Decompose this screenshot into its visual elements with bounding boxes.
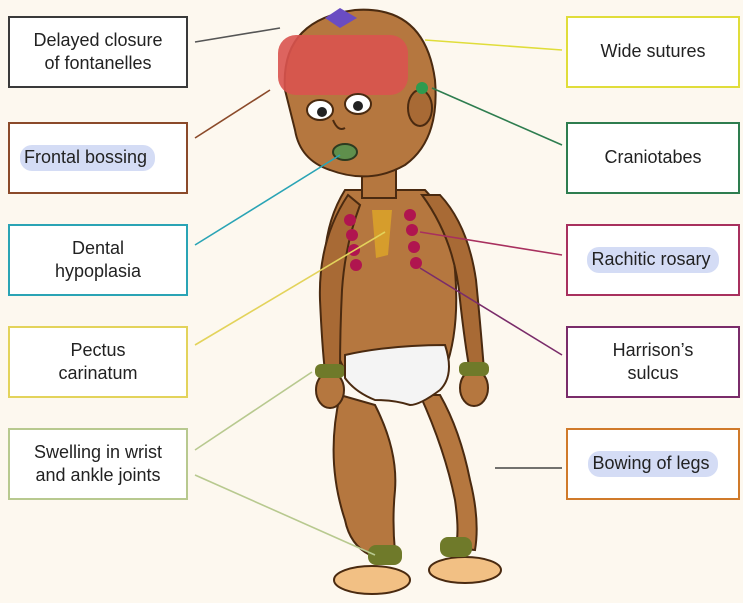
label-harrisons-sulcus: Harrison’s sulcus bbox=[566, 326, 740, 398]
right-foot bbox=[429, 557, 501, 583]
left-leg bbox=[334, 395, 396, 555]
arrow-frontal bbox=[195, 90, 270, 138]
left-wrist-band bbox=[315, 364, 345, 378]
label-text: Pectus carinatum bbox=[58, 339, 137, 386]
label-text: Swelling in wrist and ankle joints bbox=[34, 441, 162, 488]
label-text: Dental hypoplasia bbox=[55, 237, 141, 284]
label-text: Rachitic rosary bbox=[587, 247, 718, 272]
right-wrist-band bbox=[459, 362, 489, 376]
right-ankle-band bbox=[440, 537, 472, 557]
label-delayed-closure-fontanelles: Delayed closure of fontanelles bbox=[8, 16, 188, 88]
label-bowing-of-legs: Bowing of legs bbox=[566, 428, 740, 500]
label-frontal-bossing: Frontal bossing bbox=[8, 122, 188, 194]
label-wide-sutures: Wide sutures bbox=[566, 16, 740, 88]
frontal-bossing-area bbox=[278, 35, 408, 95]
label-text: Frontal bossing bbox=[20, 145, 155, 170]
label-text: Delayed closure of fontanelles bbox=[33, 29, 162, 76]
arrow-fontanelles bbox=[195, 28, 280, 42]
arrow-dental bbox=[195, 155, 340, 245]
label-craniotabes: Craniotabes bbox=[566, 122, 740, 194]
left-foot bbox=[334, 566, 410, 594]
label-text: Harrison’s sulcus bbox=[613, 339, 694, 386]
arrow-wrist bbox=[195, 372, 312, 450]
label-rachitic-rosary: Rachitic rosary bbox=[566, 224, 740, 296]
label-swelling-wrist-ankle: Swelling in wrist and ankle joints bbox=[8, 428, 188, 500]
arrow-sutures bbox=[425, 40, 562, 50]
label-text: Craniotabes bbox=[604, 146, 701, 169]
label-dental-hypoplasia: Dental hypoplasia bbox=[8, 224, 188, 296]
label-text: Wide sutures bbox=[600, 40, 705, 63]
arrow-cranio bbox=[432, 88, 562, 145]
ear bbox=[408, 90, 432, 126]
right-leg bbox=[420, 395, 477, 550]
label-text: Bowing of legs bbox=[588, 451, 717, 476]
label-pectus-carinatum: Pectus carinatum bbox=[8, 326, 188, 398]
craniotabes-spot bbox=[416, 82, 428, 94]
